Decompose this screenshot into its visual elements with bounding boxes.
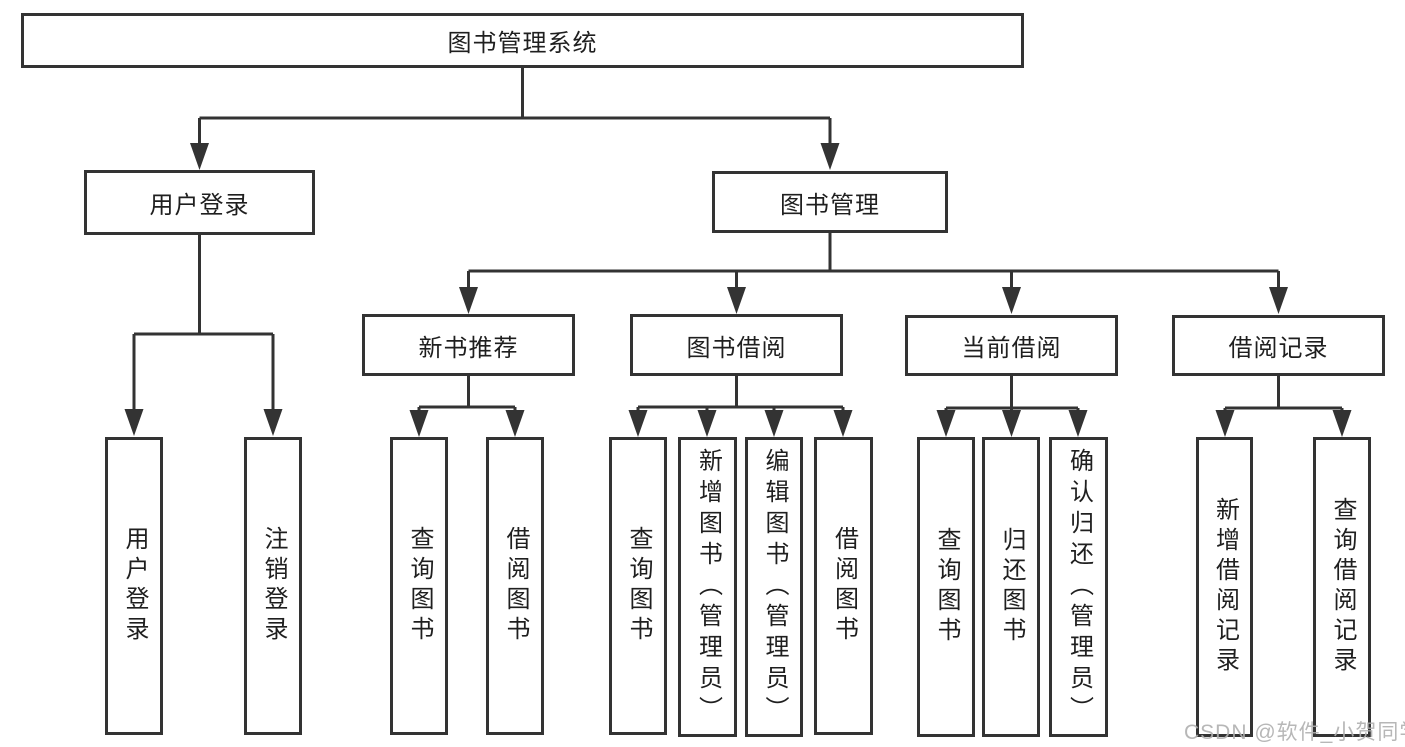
leaf-query-books-borrow: 查询图书 (609, 437, 667, 735)
leaf-query-books-recommend: 查询图书 (390, 437, 448, 735)
leaf-query-borrow-record: 查询借阅记录 (1313, 437, 1371, 737)
csdn-watermark: CSDN @软件_小贺同学 (1184, 721, 1405, 744)
leaf-query-books-current: 查询图书 (917, 437, 975, 737)
leaf-logout: 注销登录 (244, 437, 302, 735)
leaf-return-books: 归还图书 (982, 437, 1040, 737)
node-borrow-record: 借阅记录 (1172, 315, 1385, 376)
leaf-confirm-return-admin: 确认归还（管理员） (1049, 437, 1108, 737)
leaf-user-login: 用户登录 (105, 437, 163, 735)
leaf-add-books-admin: 新增图书（管理员） (678, 437, 737, 737)
node-new-book-recommend: 新书推荐 (362, 314, 575, 376)
node-book-management: 图书管理 (712, 171, 948, 233)
leaf-borrow-books: 借阅图书 (814, 437, 873, 735)
arrowheads (124, 143, 1352, 437)
node-root-system: 图书管理系统 (21, 13, 1024, 68)
node-current-borrow: 当前借阅 (905, 315, 1118, 376)
node-user-login: 用户登录 (84, 170, 315, 235)
leaf-add-borrow-record: 新增借阅记录 (1196, 437, 1253, 737)
node-book-borrow: 图书借阅 (630, 314, 843, 376)
leaf-borrow-books-recommend: 借阅图书 (486, 437, 544, 735)
leaf-edit-books-admin: 编辑图书（管理员） (745, 437, 803, 737)
